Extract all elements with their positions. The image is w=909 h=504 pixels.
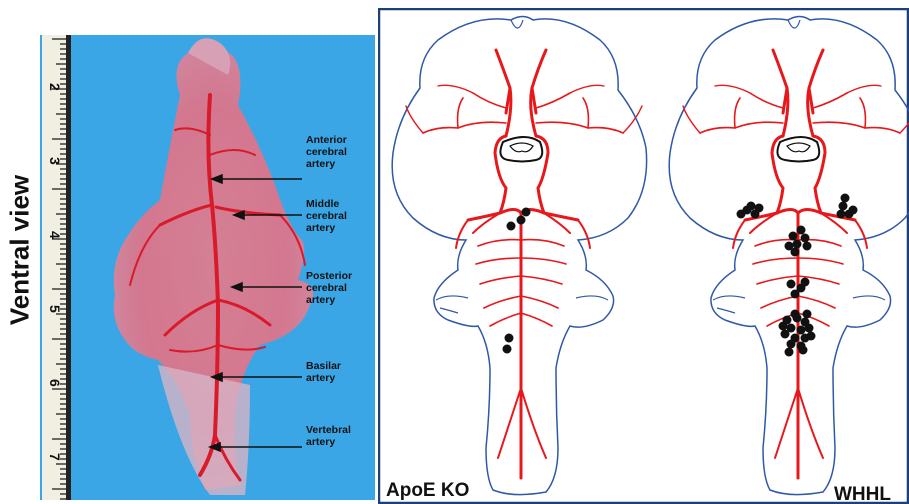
artery-label-line: cerebral bbox=[306, 282, 347, 294]
artery-label-line: Vertebral bbox=[306, 424, 351, 436]
ventral-view-label: Ventral view bbox=[0, 70, 40, 430]
lesion-dot bbox=[517, 216, 526, 225]
lesion-dot bbox=[805, 324, 814, 333]
ruler-label: 4 bbox=[47, 231, 63, 239]
lesion-dot bbox=[785, 348, 794, 357]
lesion-dot bbox=[787, 280, 796, 289]
lesion-dot bbox=[787, 340, 796, 349]
artery-label-line: artery bbox=[306, 294, 335, 306]
artery-label-line: artery bbox=[306, 436, 335, 448]
lesion-dot bbox=[797, 326, 806, 335]
ruler-label: 6 bbox=[47, 379, 63, 387]
ventral-view-text: Ventral view bbox=[5, 175, 36, 325]
panel-label-apoe-ko: ApoE KO bbox=[386, 480, 469, 501]
lesion-dot bbox=[849, 206, 858, 215]
ruler-label: 7 bbox=[47, 453, 63, 461]
ruler-label: 3 bbox=[47, 157, 63, 165]
lesion-dot bbox=[503, 345, 512, 354]
artery-label-line: Middle bbox=[306, 198, 339, 210]
lesion-dot bbox=[505, 334, 514, 343]
lesion-dot bbox=[747, 202, 756, 211]
lesion-dot bbox=[793, 240, 802, 249]
artery-label-line: artery bbox=[306, 222, 335, 234]
lesion-dot bbox=[791, 310, 800, 319]
lesion-dot bbox=[803, 310, 812, 319]
lesion-dot bbox=[522, 208, 531, 217]
lesion-dot bbox=[507, 222, 516, 231]
lesion-dot bbox=[781, 330, 790, 339]
artery-label-line: cerebral bbox=[306, 210, 347, 222]
lesion-dot bbox=[799, 346, 808, 355]
artery-label-line: Posterior bbox=[306, 270, 352, 282]
ruler-label: 5 bbox=[47, 305, 63, 313]
lesion-dot bbox=[841, 194, 850, 203]
lesion-dot bbox=[807, 332, 816, 341]
lesion-dot bbox=[837, 210, 846, 219]
artery-label-line: artery bbox=[306, 372, 335, 384]
ruler bbox=[42, 35, 71, 500]
lesion-dot bbox=[779, 322, 788, 331]
schematic-panels: ApoE KO WHHL bbox=[378, 8, 909, 504]
panel-label-whhl: WHHL bbox=[834, 484, 891, 504]
lesion-dot bbox=[791, 290, 800, 299]
lesion-dot bbox=[801, 278, 810, 287]
artery-label-line: Basilar bbox=[306, 360, 341, 372]
ruler-label: 2 bbox=[47, 83, 63, 91]
lesion-dot bbox=[803, 242, 812, 251]
artery-label-line: artery bbox=[306, 158, 335, 170]
lesion-dot bbox=[791, 248, 800, 257]
lesion-dot bbox=[737, 210, 746, 219]
artery-label-line: Anterior bbox=[306, 134, 347, 146]
lesion-dot bbox=[839, 202, 848, 211]
lesion-dot bbox=[801, 234, 810, 243]
lesion-dot bbox=[797, 226, 806, 235]
artery-label-line: cerebral bbox=[306, 146, 347, 158]
lesion-dot bbox=[755, 204, 764, 213]
lesion-dot bbox=[789, 232, 798, 241]
